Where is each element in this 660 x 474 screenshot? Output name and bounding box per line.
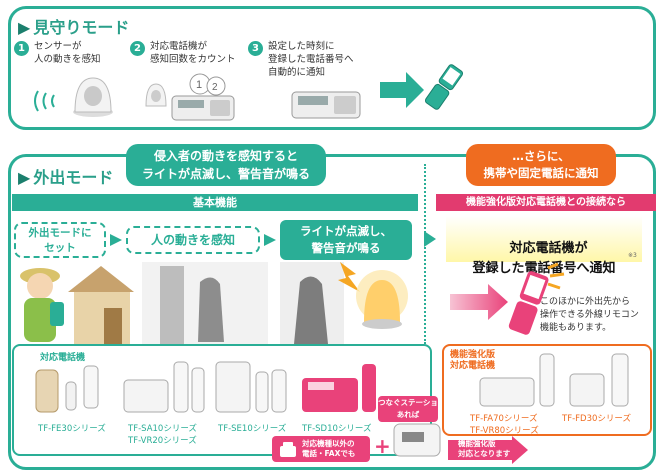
- flow-arrow-icon: [264, 234, 276, 246]
- step-3-number: 3: [248, 41, 263, 56]
- flow-arrow-icon: [110, 234, 122, 246]
- arrow-right-icon: [424, 231, 436, 247]
- motion-waves-icon: [34, 90, 55, 112]
- sensor-device-icon: [73, 77, 113, 117]
- dialing-phone-icon: [291, 91, 361, 119]
- flash-icon: [338, 262, 360, 292]
- model-fd30: TF-FD30シリーズ: [562, 414, 631, 424]
- plus-icon: +: [374, 434, 391, 458]
- intruder-icon: [280, 262, 344, 346]
- enhanced-band: 機能強化版対応電話機との接続なら: [436, 194, 656, 211]
- house-icon: [68, 266, 134, 344]
- counting-phone-icon: [171, 95, 235, 121]
- pink-arrow-icon: [450, 284, 508, 320]
- phone-fe30-icon: [35, 365, 99, 413]
- model-vr20: TF-VR20シリーズ: [128, 436, 197, 446]
- intrusion-bubble: 侵入者の動きを感知すると ライトが点滅し、警告音が鳴る: [126, 144, 326, 186]
- phone-fd30-icon: [569, 353, 629, 407]
- count-bubble-icon: 1 2: [189, 73, 226, 96]
- pink-arrow-icon: [448, 436, 528, 464]
- phone-sd10-icon: [302, 364, 376, 412]
- step-1-number: 1: [14, 41, 29, 56]
- step-1-text: センサーが 人の動きを感知: [34, 41, 101, 65]
- section-divider: [424, 164, 426, 344]
- enhanced-heading: 機能強化版 対応電話機: [450, 350, 496, 371]
- phone-fax-icon: [280, 442, 296, 457]
- model-vr80: TF-VR80シリーズ: [470, 426, 539, 436]
- model-sd10: TF-SD10シリーズ: [302, 424, 372, 434]
- notify-bubble: …さらに、 携帯や固定電話に通知: [466, 144, 616, 186]
- station-note: つなぐステーションが あれば: [378, 396, 453, 422]
- basic-function-band: 基本機能: [12, 194, 418, 211]
- phones-heading: 対応電話機: [40, 353, 86, 363]
- remote-note: このほかに外出先から 操作できる外線リモコン 機能もあります。: [540, 297, 639, 333]
- svg-text:1: 1: [196, 79, 202, 91]
- phone-se10-icon: [215, 361, 287, 413]
- person-icon: [20, 268, 64, 342]
- flip-phone-icon: [424, 64, 464, 110]
- model-fe30: TF-FE30シリーズ: [38, 424, 106, 434]
- notify-note-mark: ※3: [628, 252, 637, 259]
- away-mode-title: ▶外出モード: [18, 168, 114, 187]
- phone-sa10-icon: [123, 361, 205, 413]
- model-sa10: TF-SA10シリーズ: [128, 424, 197, 434]
- step-2-text: 対応電話機が 感知回数をカウント: [150, 41, 236, 65]
- station-device-icon: [393, 423, 441, 457]
- notify-label: 対応電話機が 登録した電話番号へ通知: [472, 241, 616, 276]
- result-text: 機能強化版 対応となります: [458, 439, 511, 458]
- intruder-door-icon: [142, 262, 268, 346]
- flow-step-set: 外出モードに セット: [14, 222, 106, 258]
- alarm-light-icon: [356, 270, 408, 329]
- sensor-small-icon: [145, 83, 167, 107]
- svg-text:2: 2: [212, 82, 218, 93]
- pin-icon: ▶: [18, 18, 31, 37]
- step-2-number: 2: [130, 41, 145, 56]
- step-3-text: 設定した時刻に 登録した電話番号へ 自動的に通知: [268, 41, 354, 78]
- watch-mode-title: ▶見守りモード: [18, 18, 130, 37]
- mobile-phone-icon: [508, 271, 549, 335]
- notify-text: 対応電話機が 登録した電話番号へ通知: [446, 216, 642, 276]
- model-fa70: TF-FA70シリーズ: [470, 414, 538, 424]
- flow-step-detect: 人の動きを感知: [126, 226, 260, 254]
- other-phones-text: 対応機種以外の 電話・FAXでも: [302, 439, 356, 458]
- phone-fa70-icon: [479, 353, 555, 407]
- flow-step-alarm: ライトが点滅し、 警告音が鳴る: [280, 220, 412, 260]
- model-se10: TF-SE10シリーズ: [218, 424, 287, 434]
- pin-icon: ▶: [18, 168, 31, 187]
- notify-flash-icon: [547, 262, 565, 290]
- arrow-right-icon: [380, 72, 424, 108]
